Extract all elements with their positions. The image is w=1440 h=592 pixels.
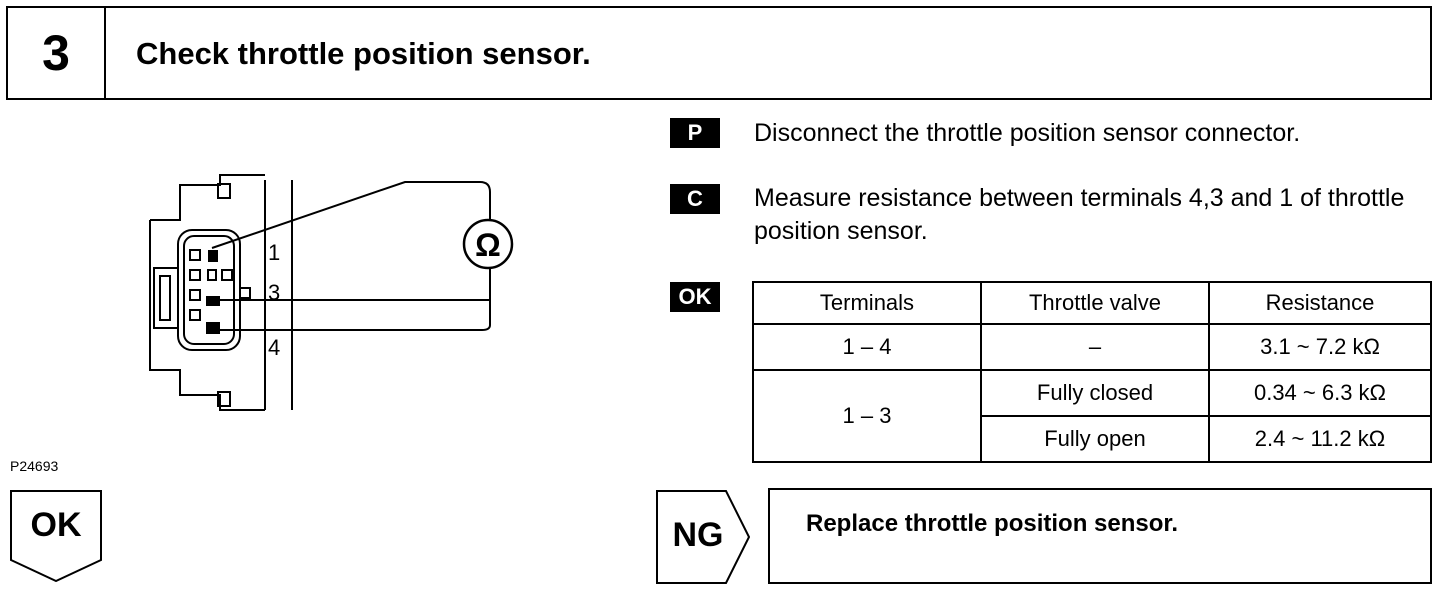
table-header: Terminals — [752, 281, 982, 325]
step-number: 3 — [8, 8, 106, 98]
instruction-tag-p: P — [670, 118, 720, 148]
terminal-label-3: 3 — [268, 280, 280, 305]
resistance-spec-table: Terminals Throttle valve Resistance 1 – … — [752, 281, 1432, 463]
table-cell: 1 – 4 — [752, 323, 982, 371]
table-row: Fully open 2.4 ~ 11.2 kΩ — [753, 415, 1432, 463]
table-cell: 2.4 ~ 11.2 kΩ — [1208, 415, 1432, 463]
table-header: Resistance — [1208, 281, 1432, 325]
table-header-row: Terminals Throttle valve Resistance — [752, 281, 1432, 325]
table-cell: Fully closed — [980, 369, 1210, 417]
ok-tag: OK — [670, 282, 720, 312]
connector-diagram: Ω 1 3 4 — [149, 174, 514, 411]
ng-result-label: NG — [672, 516, 724, 554]
ohm-symbol: Ω — [475, 227, 501, 263]
figure-code: P24693 — [10, 458, 59, 474]
ng-action-text: Replace throttle position sensor. — [806, 510, 1179, 537]
ohmmeter-icon — [462, 218, 514, 270]
ok-result-label: OK — [30, 506, 82, 544]
table-cell: – — [980, 323, 1210, 371]
table-cell: 3.1 ~ 7.2 kΩ — [1208, 323, 1432, 371]
ng-action-box: Replace throttle position sensor. — [768, 488, 1432, 584]
terminal-label-1: 1 — [268, 240, 280, 265]
table-cell: 1 – 3 — [752, 369, 982, 463]
table-row: 1 – 3 Fully closed 0.34 ~ 6.3 kΩ — [752, 369, 1432, 463]
instruction-tag-c: C — [670, 184, 720, 214]
terminal-label-4: 4 — [268, 335, 280, 360]
table-cell: 0.34 ~ 6.3 kΩ — [1208, 369, 1432, 417]
pin-terminal-4 — [206, 322, 220, 334]
step-header: 3 Check throttle position sensor. — [6, 6, 1432, 100]
pin-terminal-3 — [206, 296, 220, 306]
pin-terminal-1 — [208, 250, 218, 262]
ng-arrow-icon — [656, 490, 750, 584]
table-header: Throttle valve — [980, 281, 1210, 325]
table-cell: Fully open — [980, 415, 1210, 463]
step-title: Check throttle position sensor. — [136, 36, 591, 71]
instruction-measure: Measure resistance between terminals 4,3… — [754, 184, 1405, 245]
ok-arrow-icon — [10, 490, 102, 582]
table-row: 1 – 4 – 3.1 ~ 7.2 kΩ — [752, 323, 1432, 371]
instruction-disconnect: Disconnect the throttle position sensor … — [754, 119, 1301, 147]
